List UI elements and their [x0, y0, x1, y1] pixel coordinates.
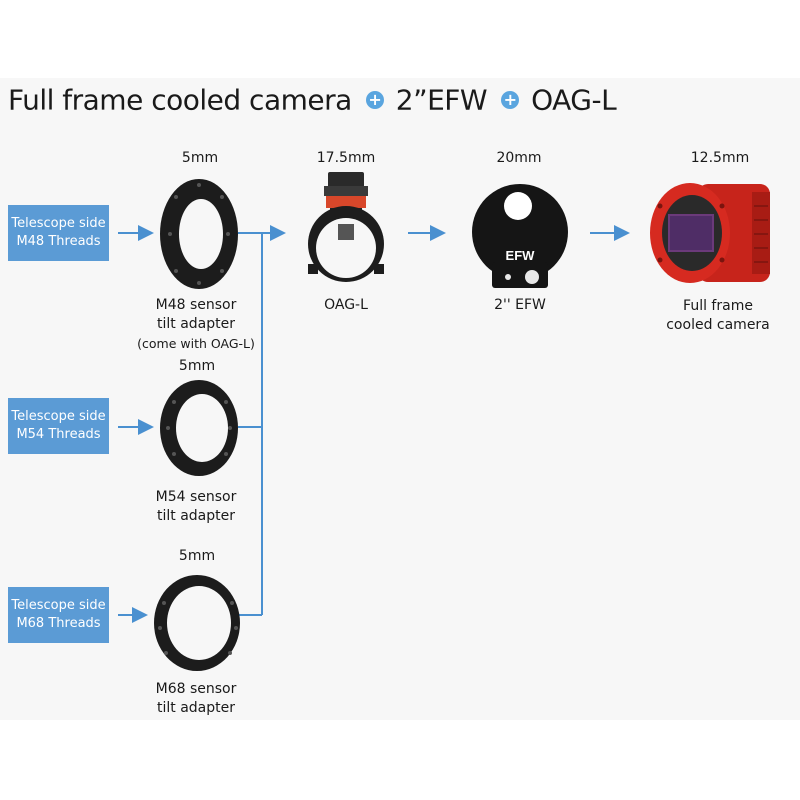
oag-label: OAG-L	[324, 297, 368, 313]
adapter-m48-caption: M48 sensor tilt adapter (come with OAG-L…	[130, 296, 262, 353]
side-label: Telescope side	[11, 216, 106, 231]
adapter-m68-caption: M68 sensor tilt adapter	[140, 680, 252, 718]
oag-image	[308, 172, 384, 282]
filter-wheel-image: EFW	[472, 184, 568, 288]
plus-icon: +	[365, 91, 384, 109]
adapter-m48-thickness: 5mm	[181, 150, 219, 166]
caption-note: (come with OAG-L)	[137, 336, 255, 351]
plus-icon: +	[501, 91, 520, 109]
side-label: Telescope side	[11, 409, 106, 424]
title-efw: 2”EFW	[395, 83, 488, 117]
side-thread: M68 Threads	[16, 616, 101, 631]
side-label: Telescope side	[11, 598, 106, 613]
tilt-adapter-image	[160, 380, 238, 476]
oag-thickness: 17.5mm	[316, 150, 376, 166]
efw-label: 2'' EFW	[494, 297, 546, 313]
caption-line: tilt adapter	[157, 508, 235, 524]
tilt-adapter-image	[160, 179, 238, 289]
camera-thickness: 12.5mm	[690, 150, 750, 166]
telescope-side-m68: Telescope side M68 Threads	[8, 587, 109, 643]
telescope-side-m54: Telescope side M54 Threads	[8, 398, 109, 454]
camera-image	[650, 183, 770, 283]
adapter-m54-caption: M54 sensor tilt adapter	[140, 488, 252, 526]
efw-thickness: 20mm	[496, 150, 542, 166]
title-camera: Full frame cooled camera	[8, 83, 352, 117]
title-oag: OAG-L	[531, 83, 617, 117]
tilt-adapter-image	[154, 575, 240, 671]
side-thread: M54 Threads	[16, 427, 101, 442]
side-thread: M48 Threads	[16, 234, 101, 249]
caption-line: M48 sensor	[155, 297, 237, 313]
caption-line: cooled camera	[666, 317, 770, 333]
camera-caption: Full frame cooled camera	[660, 297, 776, 335]
caption-line: Full frame	[683, 298, 753, 314]
caption-line: M54 sensor	[155, 489, 237, 505]
telescope-side-m48: Telescope side M48 Threads	[8, 205, 109, 261]
efw-body-text: EFW	[506, 248, 536, 263]
caption-line: tilt adapter	[157, 316, 235, 332]
caption-line: tilt adapter	[157, 700, 235, 716]
adapter-m54-thickness: 5mm	[178, 358, 216, 374]
page-title: Full frame cooled camera +2”EFW + OAG-L	[8, 82, 617, 117]
caption-line: M68 sensor	[155, 681, 237, 697]
adapter-m68-thickness: 5mm	[178, 548, 216, 564]
